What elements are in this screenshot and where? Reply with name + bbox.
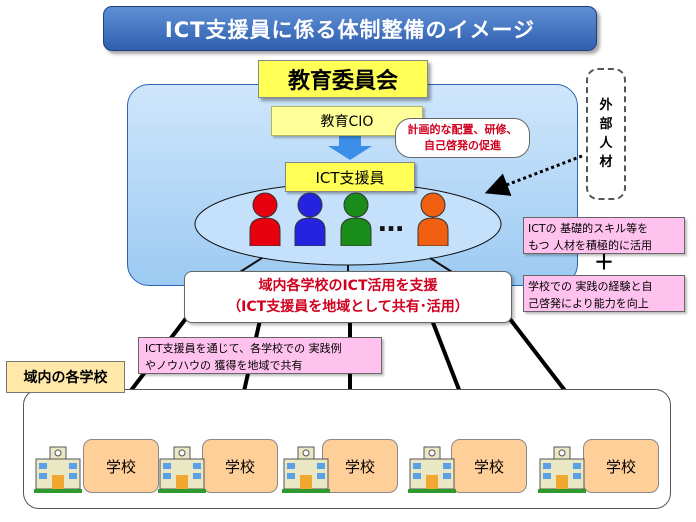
school-label: 学校	[583, 439, 659, 493]
plus-icon: ＋	[594, 250, 614, 274]
external-talent-box: 外 部 人 材	[586, 68, 626, 200]
school-label: 学校	[202, 439, 278, 493]
school-building-icon	[34, 446, 82, 493]
ict-staff-title: ICT支援員	[285, 162, 415, 192]
support-box: 域内各学校のICT活用を支援 （ICT支援員を地域として共有･活用）	[184, 271, 512, 323]
staff-person-icon	[294, 192, 326, 246]
note-line: 己啓発により能力を向上	[528, 297, 649, 310]
note-line: やノウハウの 獲得を地域で共有	[145, 359, 303, 372]
cio-callout-line: 計画的な配置、研修、	[407, 123, 518, 136]
cio-down-arrow	[328, 136, 372, 160]
note-line: ICT支援員を通じて、各学校での 実践例	[145, 342, 342, 355]
external-label-char: 外	[599, 98, 613, 113]
cio-callout-line: 自己啓発の促進	[424, 139, 501, 152]
staff-person-icon	[340, 192, 372, 246]
board-title: 教育委員会	[258, 60, 428, 98]
school-building-icon	[282, 446, 330, 493]
ellipsis-icon: …	[378, 208, 404, 238]
school-label: 学校	[322, 439, 398, 493]
staff-person-icon	[249, 192, 281, 246]
external-label-char: 部	[599, 117, 613, 132]
external-label-char: 人	[599, 136, 613, 151]
note-line: 学校での 実践の経験と自	[528, 280, 653, 293]
external-label-char: 材	[599, 155, 613, 170]
school-building-icon	[158, 446, 206, 493]
external-note-growth: 学校での 実践の経験と自 己啓発により能力を向上	[523, 275, 685, 312]
staff-person-icon	[417, 192, 449, 246]
note-line: もつ 人材を積極的に活用	[528, 239, 653, 252]
external-note-skills: ICTの 基礎的スキル等を もつ 人材を積極的に活用	[523, 217, 685, 254]
external-dotted-arrow	[484, 154, 583, 196]
schools-label: 域内の各学校	[6, 361, 125, 393]
support-line-2: （ICT支援員を地域として共有･活用）	[227, 299, 469, 315]
connector-line	[239, 257, 263, 273]
school-label: 学校	[451, 439, 527, 493]
connector-line	[429, 257, 453, 273]
school-building-icon	[538, 446, 586, 493]
share-note: ICT支援員を通じて、各学校での 実践例 やノウハウの 獲得を地域で共有	[138, 337, 382, 374]
page-title: ICT支援員に係る体制整備のイメージ	[103, 6, 597, 51]
school-building-icon	[408, 446, 456, 493]
support-line-1: 域内各学校のICT活用を支援	[258, 278, 438, 294]
cio-callout: 計画的な配置、研修、 自己啓発の促進	[395, 118, 530, 158]
note-line: ICTの 基礎的スキル等を	[528, 222, 649, 235]
school-label: 学校	[83, 439, 159, 493]
